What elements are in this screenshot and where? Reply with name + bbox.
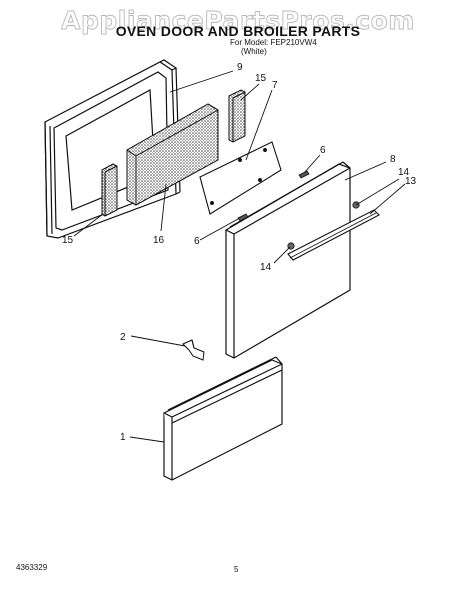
callout-15-lower: 15 — [62, 235, 74, 246]
part-1-broiler-drawer — [163, 356, 283, 481]
model-line: For Model: FEP210VW4 — [230, 38, 317, 47]
part-15-insulation-strip-lower — [101, 163, 118, 217]
callout-8: 8 — [390, 154, 396, 165]
callout-7: 7 — [272, 80, 278, 91]
callout-16: 16 — [153, 235, 165, 246]
callout-6-lower: 6 — [194, 236, 200, 247]
page-title: OVEN DOOR AND BROILER PARTS — [115, 23, 361, 39]
callout-14-lower: 14 — [260, 262, 272, 273]
watermark-text: AppliancePartsPros.com — [61, 6, 415, 36]
callout-2: 2 — [120, 332, 126, 343]
part-8-outer-door-panel — [225, 161, 351, 359]
part-16-door-insulation — [126, 103, 219, 206]
callout-6-upper: 6 — [320, 145, 326, 156]
part-15-insulation-strip-upper — [228, 89, 246, 143]
document-number: 4363329 — [16, 563, 48, 572]
callout-9: 9 — [237, 62, 243, 73]
callout-1: 1 — [120, 432, 126, 443]
page-number: 5 — [234, 565, 239, 574]
callout-15-upper: 15 — [255, 73, 267, 84]
callout-14-upper: 14 — [398, 167, 410, 178]
leader-lines — [73, 70, 406, 443]
part-2-hinge-clip — [182, 339, 205, 361]
callout-13: 13 — [405, 176, 417, 187]
model-variant: (White) — [241, 47, 267, 56]
part-13-door-handle — [287, 209, 380, 261]
part-9-door-liner — [44, 59, 181, 239]
